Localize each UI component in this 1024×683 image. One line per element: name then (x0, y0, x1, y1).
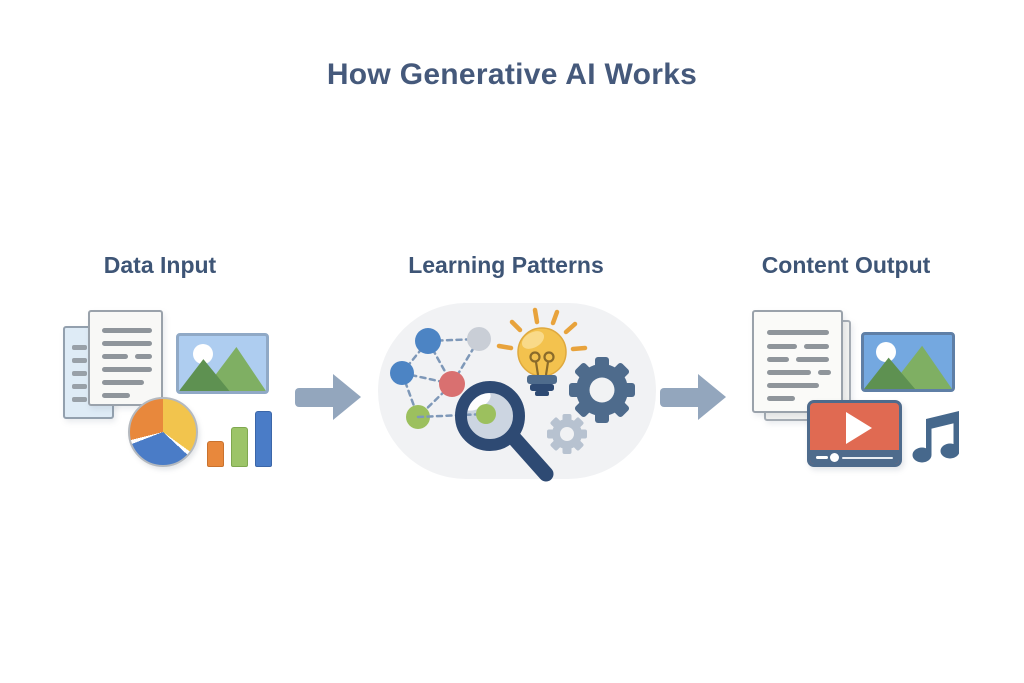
node-blue (415, 328, 441, 354)
bar-chart-icon (205, 409, 275, 469)
magnifier-icon (416, 381, 554, 482)
sun-icon (876, 342, 896, 362)
video-player-icon (807, 400, 902, 467)
progress-knob (830, 452, 839, 462)
arrow-right-icon (660, 374, 726, 420)
image-icon (176, 333, 269, 394)
learning-patterns-cluster (378, 303, 656, 482)
documents-icon (88, 310, 163, 406)
music-note-icon (912, 411, 959, 463)
node-green (476, 404, 496, 424)
page-title: How Generative AI Works (326, 58, 698, 91)
small-gear-icon (547, 414, 587, 454)
video-progress-bar (810, 450, 899, 464)
sun-icon (193, 344, 213, 364)
bar-blue (255, 411, 272, 467)
gear-icon (569, 357, 635, 423)
arrow-right-icon (295, 374, 361, 420)
node-red (439, 371, 465, 397)
play-icon (846, 412, 872, 444)
pie-chart-icon (128, 397, 198, 467)
lightbulb-icon (496, 307, 588, 396)
bar-green (231, 427, 248, 467)
section-label-data-input: Data Input (103, 252, 217, 278)
image-icon (861, 332, 955, 392)
documents-icon (752, 310, 843, 413)
section-label-content-output: Content Output (761, 252, 931, 278)
bar-orange (207, 441, 224, 467)
node-gray (467, 327, 491, 351)
section-label-learning-patterns: Learning Patterns (408, 252, 604, 278)
node-blue (390, 361, 414, 385)
